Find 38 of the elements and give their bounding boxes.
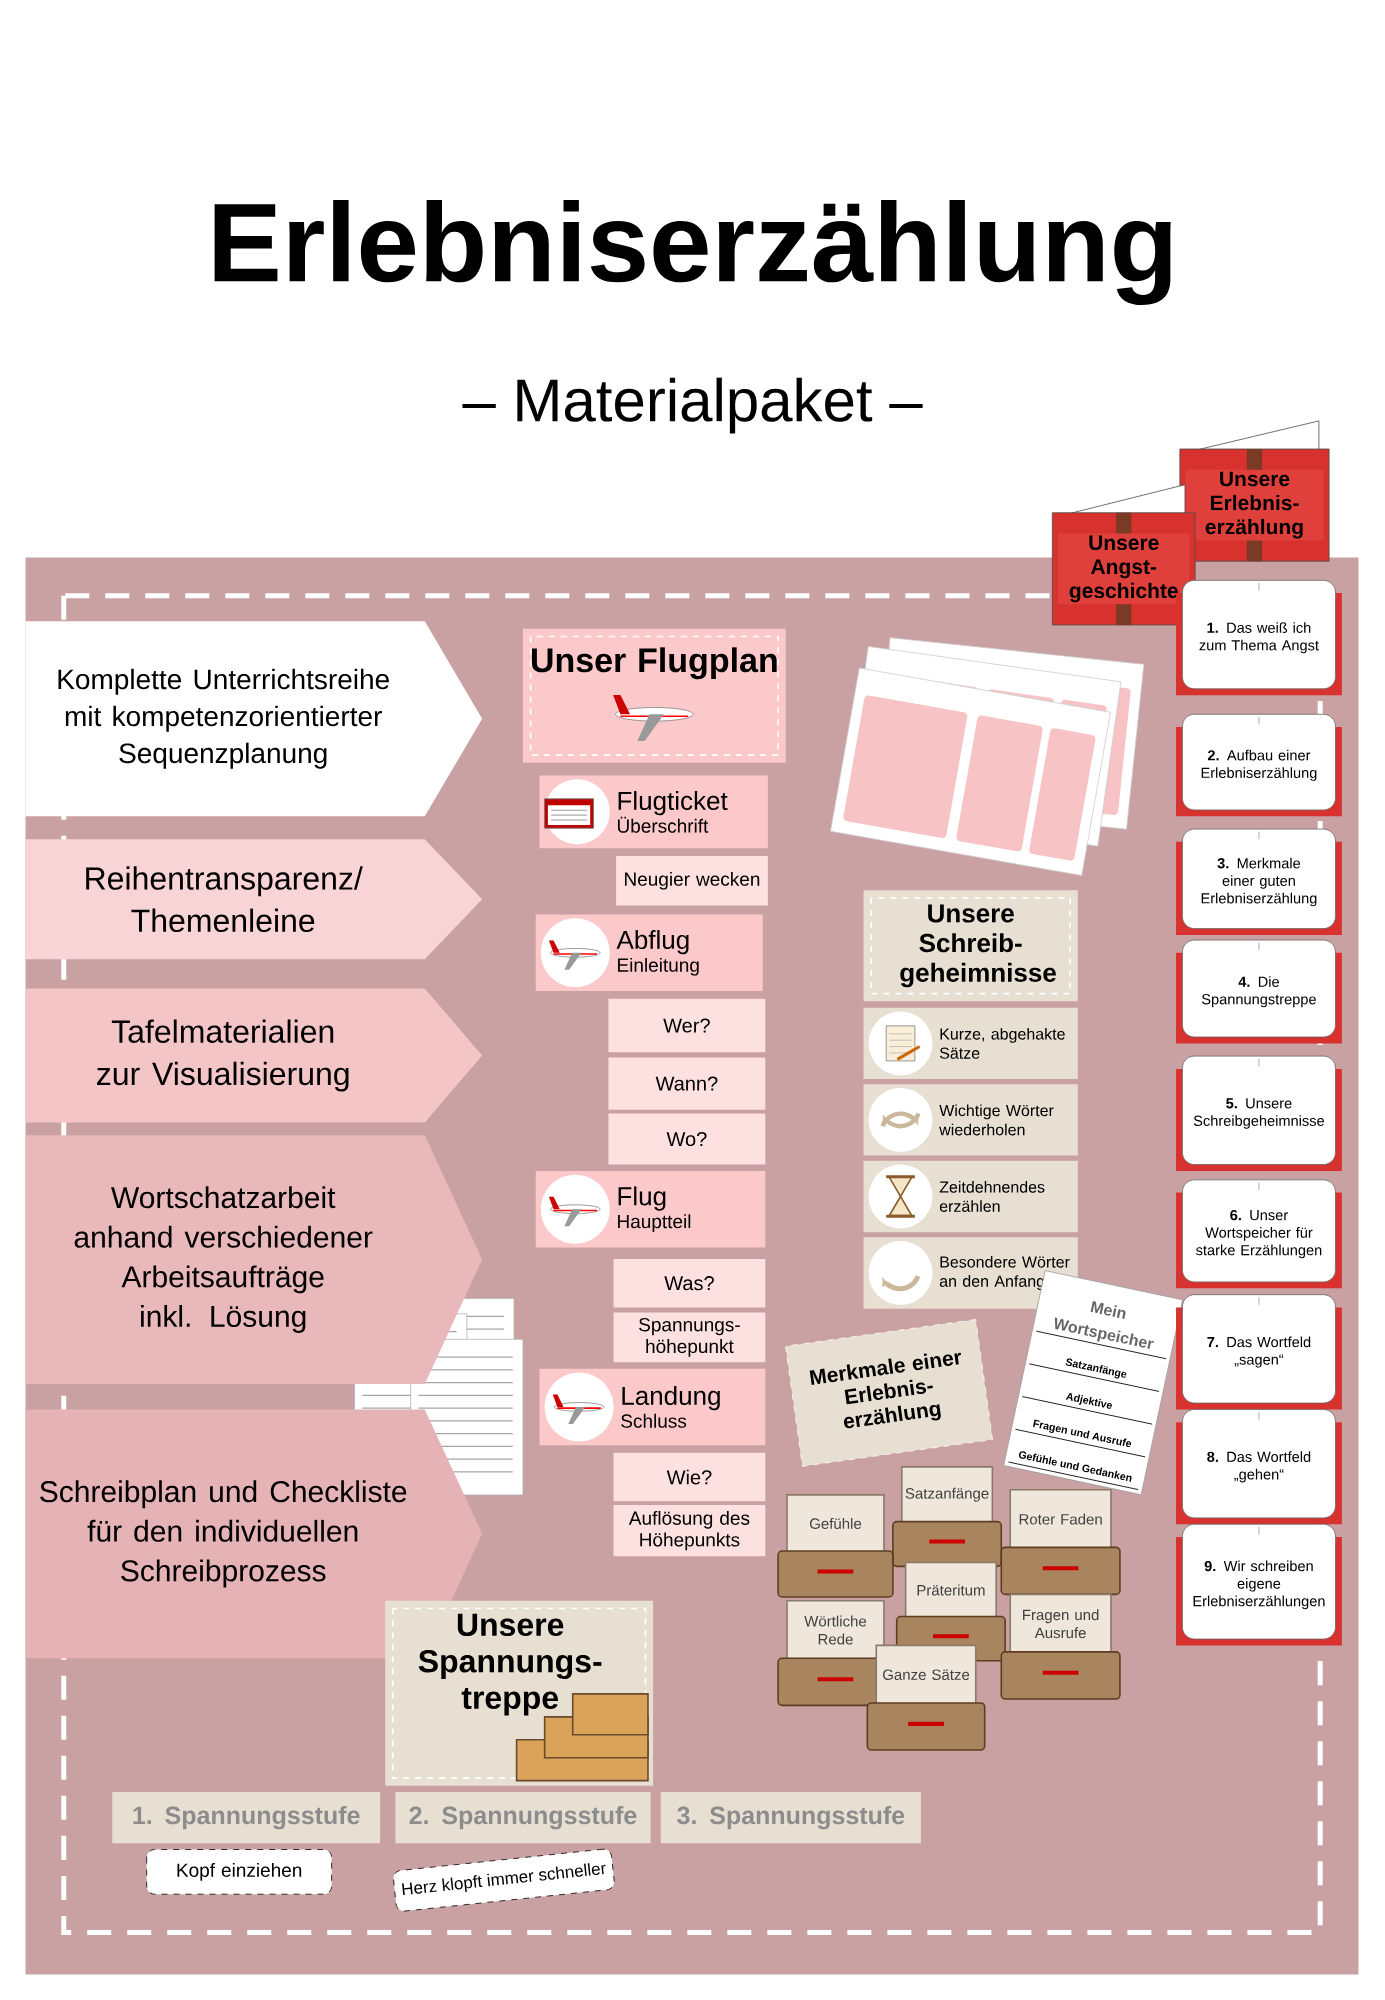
arrow-banner: Wortschatzarbeit anhand verschiedener Arbeitsaufträge inkl. Lösung [25, 1135, 483, 1384]
book: 6. Unser Wortspeicher für starke Erzählungen [1175, 1179, 1342, 1289]
book: 8. Das Wortfeld „gehen“ [1175, 1409, 1342, 1525]
book: 9. Wir schreiben eigene Erlebniserzählungen [1175, 1523, 1342, 1646]
card: Wann? [608, 1057, 766, 1110]
arrow-banner: Reihentransparenz/ Themenleine [25, 839, 483, 960]
book: 7. Das Wortfeld „sagen“ [1175, 1294, 1342, 1410]
suitcase: Roter Faden [1000, 1489, 1121, 1596]
title-card: Merkmale einer Erlebnis- erzählung [785, 1319, 993, 1467]
book: 2. Aufbau einer Erlebniserzählung [1175, 713, 1342, 817]
suitcase: Satzanfänge [891, 1466, 1002, 1568]
arrow-banner: Tafelmaterialien zur Visualisierung [25, 988, 483, 1123]
card: Spannungs- höhepunkt [613, 1312, 766, 1363]
label-card: 3. Spannungsstufe [660, 1792, 921, 1844]
card: Wie? [613, 1452, 766, 1502]
book: 4. Die Spannungstreppe [1175, 939, 1342, 1044]
note-card: Kopf einziehen [146, 1849, 332, 1895]
card: Wer? [608, 998, 766, 1053]
suitcase: Gefühle [777, 1494, 894, 1598]
title-card: Unsere Schreib- geheimnisse [863, 890, 1078, 1002]
label-card: 1. Spannungsstufe [112, 1792, 380, 1844]
suitcase: Ganze Sätze [866, 1644, 986, 1751]
arrow-banner: Komplette Unterrichtsreihe mit kompetenzorientierter Sequenzplanung [25, 621, 483, 817]
subtitle: – Materialpaket – [462, 377, 923, 434]
title-card: Unser Flugplan [522, 628, 786, 763]
node-label: Komplette Unterrichtsreihe mit kompetenzorientierter Sequenzplanung [58, 668, 389, 769]
suitcase: Fragen und Ausrufe [1000, 1593, 1121, 1700]
card: Was? [613, 1258, 766, 1308]
book: 5. Unsere Schreibgeheimnisse [1175, 1055, 1342, 1171]
title: Erlebniserzählung [214, 200, 1171, 305]
card: Auflösung des Höhepunkts [613, 1505, 766, 1557]
book: Unsere Angst- geschichte [1051, 484, 1196, 626]
note-card: Herz klopft immer schneller [392, 1848, 615, 1912]
card: Wo? [608, 1113, 766, 1165]
card: Neugier wecken [616, 855, 768, 906]
book: 3. Merkmale einer guten Erlebniserzählung [1175, 828, 1342, 935]
book: Unsere Erlebnis- erzählung [1179, 420, 1330, 562]
label-card: 2. Spannungsstufe [395, 1792, 651, 1844]
